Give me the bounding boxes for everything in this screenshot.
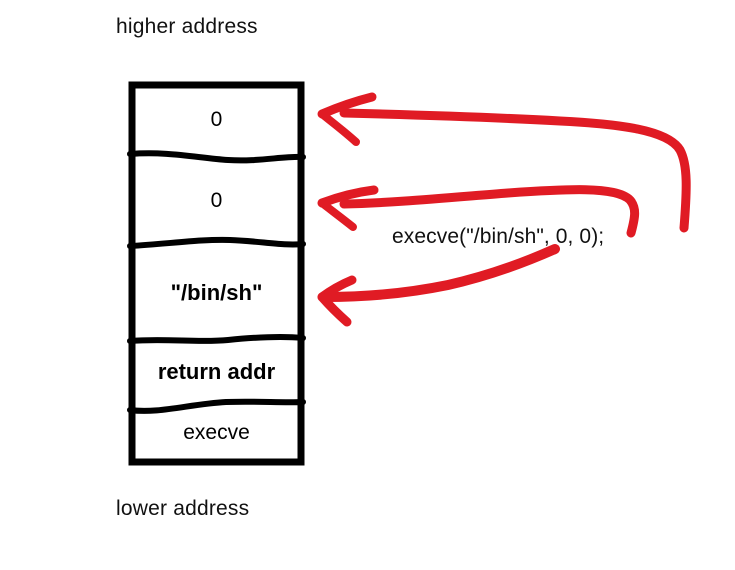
stack-box: 0 0 "/bin/sh" return addr execve <box>127 81 306 466</box>
lower-address-label: lower address <box>116 497 250 520</box>
stack-cell-2: "/bin/sh" <box>170 279 263 305</box>
higher-address-label: higher address <box>116 15 258 38</box>
stack-cell-1: 0 <box>210 189 223 212</box>
arrow-arg3-zero-icon <box>317 92 691 233</box>
stack-box-outline <box>127 81 306 466</box>
execve-call-annotation: execve("/bin/sh", 0, 0); <box>392 225 605 248</box>
arrow-arg1-binsh-icon <box>317 244 560 327</box>
stack-cell-4: execve <box>183 420 250 444</box>
stack-cell-0: 0 <box>210 107 223 131</box>
stack-cell-3: return addr <box>157 358 276 384</box>
